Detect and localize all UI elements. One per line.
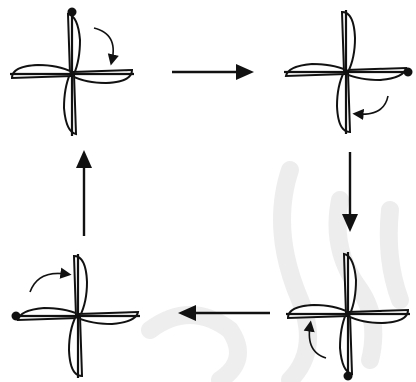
windmill-stage-4 — [10, 252, 142, 380]
flow-arrow-up — [76, 150, 92, 236]
flow-arrow-right — [172, 64, 254, 80]
windmill-stage-2 — [282, 8, 414, 136]
rotation-hint-2 — [352, 95, 389, 121]
rotation-hint-3 — [303, 320, 327, 359]
windmill-stage-1 — [8, 6, 136, 138]
rotation-hint-4 — [29, 267, 72, 293]
flow-arrow-left — [178, 305, 270, 321]
flow-arrow-down — [342, 152, 358, 232]
rotation-hint-1 — [93, 27, 119, 66]
watermark — [141, 161, 409, 382]
